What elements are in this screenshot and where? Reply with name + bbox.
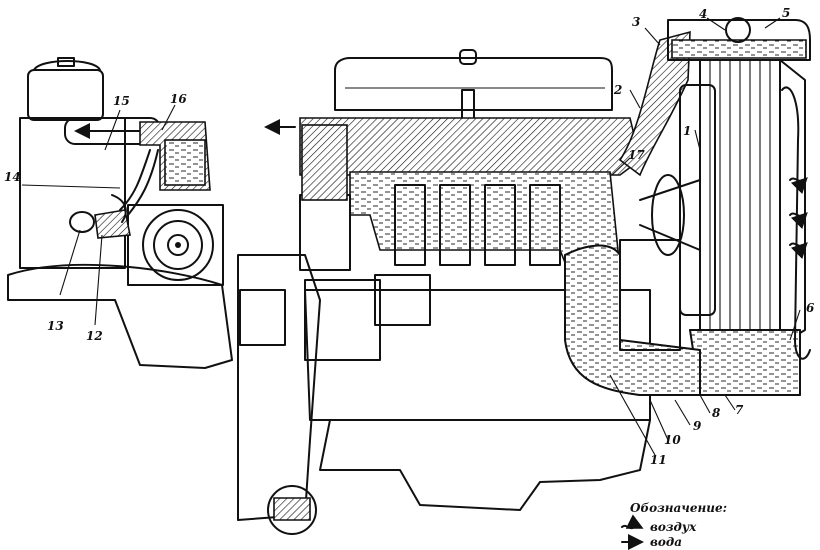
radiator xyxy=(564,17,811,456)
callout-9: 9 xyxy=(693,419,702,433)
callout-1: 1 xyxy=(683,124,691,138)
legend-title: Обозначение: xyxy=(630,501,727,515)
callout-3: 3 xyxy=(632,15,640,29)
callout-16: 16 xyxy=(170,92,187,106)
callout-7: 7 xyxy=(735,403,744,417)
legend-item-air: воздух xyxy=(650,520,697,534)
callout-14: 14 xyxy=(4,170,21,184)
front-view xyxy=(7,57,233,369)
legend: Обозначение: воздух вода xyxy=(621,501,727,550)
callout-13: 13 xyxy=(47,319,64,333)
callout-11: 11 xyxy=(650,453,667,467)
callout-6: 6 xyxy=(806,301,815,315)
flywheel-housing xyxy=(237,254,321,535)
callout-4: 4 xyxy=(699,7,707,21)
callout-10: 10 xyxy=(664,433,681,447)
callout-8: 8 xyxy=(712,406,721,420)
callout-15: 15 xyxy=(113,94,130,108)
callout-2: 2 xyxy=(613,83,622,97)
callout-12: 12 xyxy=(86,329,103,343)
callout-5: 5 xyxy=(782,6,790,20)
legend-item-water: вода xyxy=(650,535,682,549)
callout-17: 17 xyxy=(628,148,645,162)
wavy-arrow-icon xyxy=(621,514,644,530)
